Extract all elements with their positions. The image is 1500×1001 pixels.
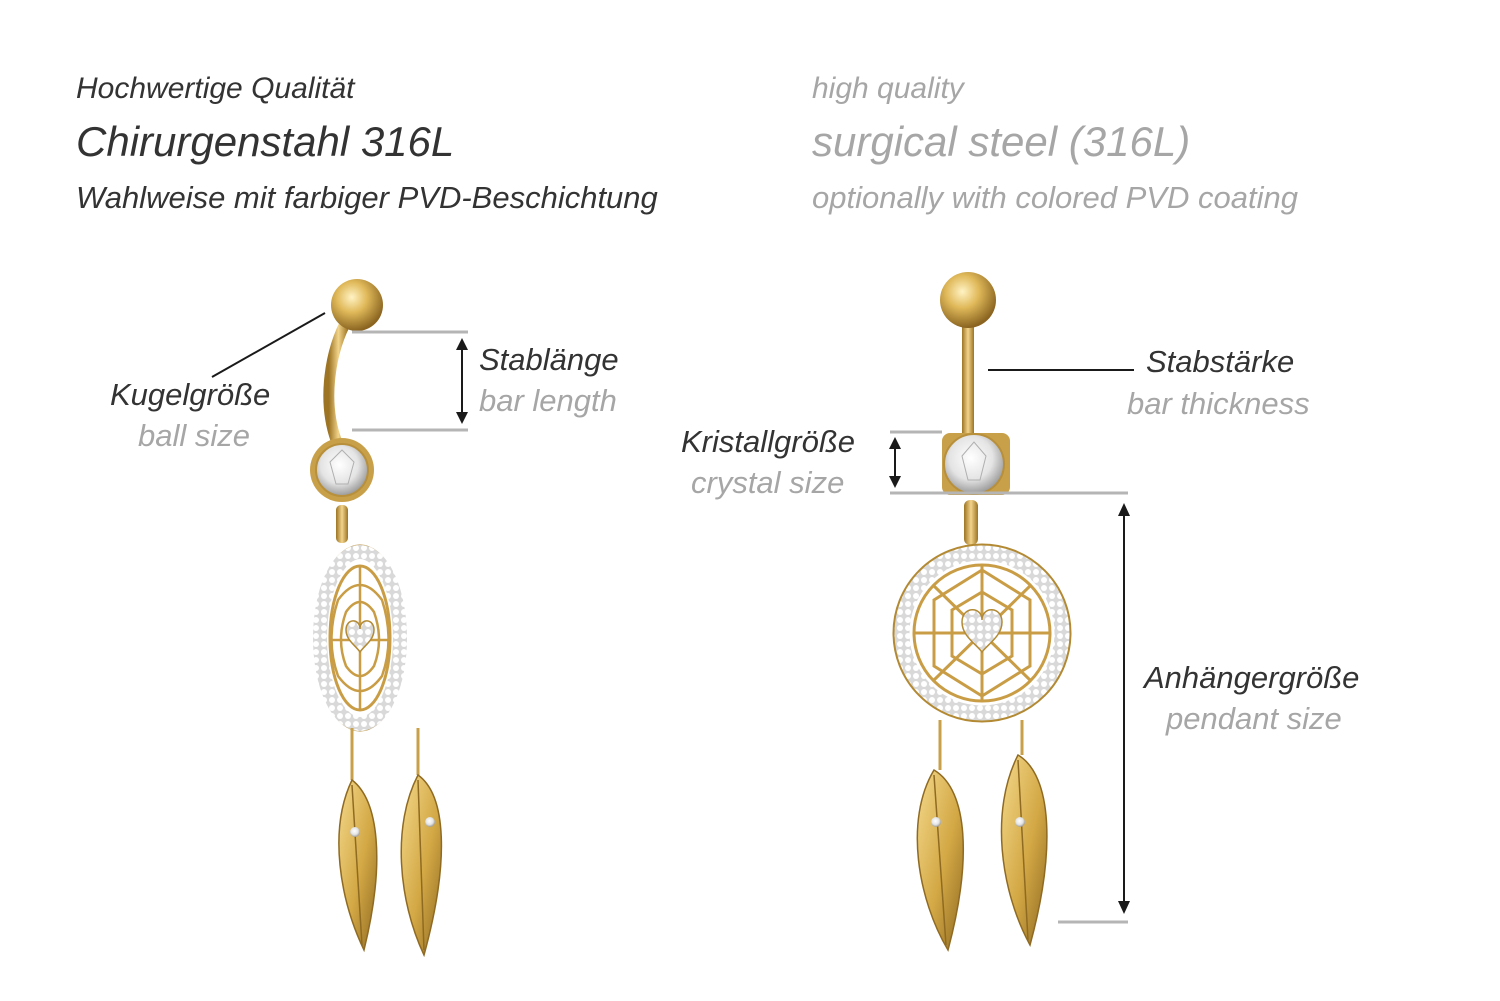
header-quality-en: high quality (812, 72, 964, 105)
header-material-en: surgical steel (316L) (812, 118, 1191, 165)
left-ball-icon (331, 279, 383, 331)
pendant-size-label-de: Anhängergröße (1144, 660, 1360, 695)
bar-length-label-de: Stablänge (479, 342, 619, 377)
header-coating-de: Wahlweise mit farbiger PVD-Beschichtung (76, 180, 658, 215)
left-feather-icon-2 (400, 773, 443, 958)
left-crystal-icon (315, 443, 369, 497)
header-coating-en: optionally with colored PVD coating (812, 180, 1298, 215)
right-feather-icon-1 (916, 768, 964, 952)
crystal-size-label-de: Kristallgröße (681, 424, 855, 459)
crystal-size-label-en: crystal size (691, 465, 845, 500)
left-piercing (310, 279, 443, 958)
right-heart-icon (961, 609, 1003, 654)
right-piercing (892, 272, 1072, 952)
bar-length-label-en: bar length (479, 383, 617, 418)
bar-thickness-label-de: Stabstärke (1146, 344, 1295, 379)
ball-size-label-en: ball size (138, 418, 250, 453)
ball-size-label-de: Kugelgröße (110, 377, 271, 412)
header-quality-de: Hochwertige Qualität (76, 72, 355, 105)
left-feather-icon-1 (338, 778, 378, 953)
header-material-de: Chirurgenstahl 316L (76, 118, 455, 165)
right-dreamcatcher-icon (892, 543, 1072, 723)
left-ball-size-pointer (211, 312, 326, 378)
right-pendant-size-dimension (1058, 503, 1130, 924)
pendant-size-label-en: pendant size (1166, 701, 1342, 736)
left-heart-icon (345, 620, 375, 654)
right-ball-icon (940, 272, 996, 328)
right-crystal-size-dimension (889, 430, 1128, 495)
bar-thickness-label-en: bar thickness (1127, 386, 1310, 421)
left-bar-length-dimension (352, 330, 468, 432)
right-feather-icon-2 (1000, 753, 1048, 947)
right-crystal-icon (943, 433, 1005, 495)
